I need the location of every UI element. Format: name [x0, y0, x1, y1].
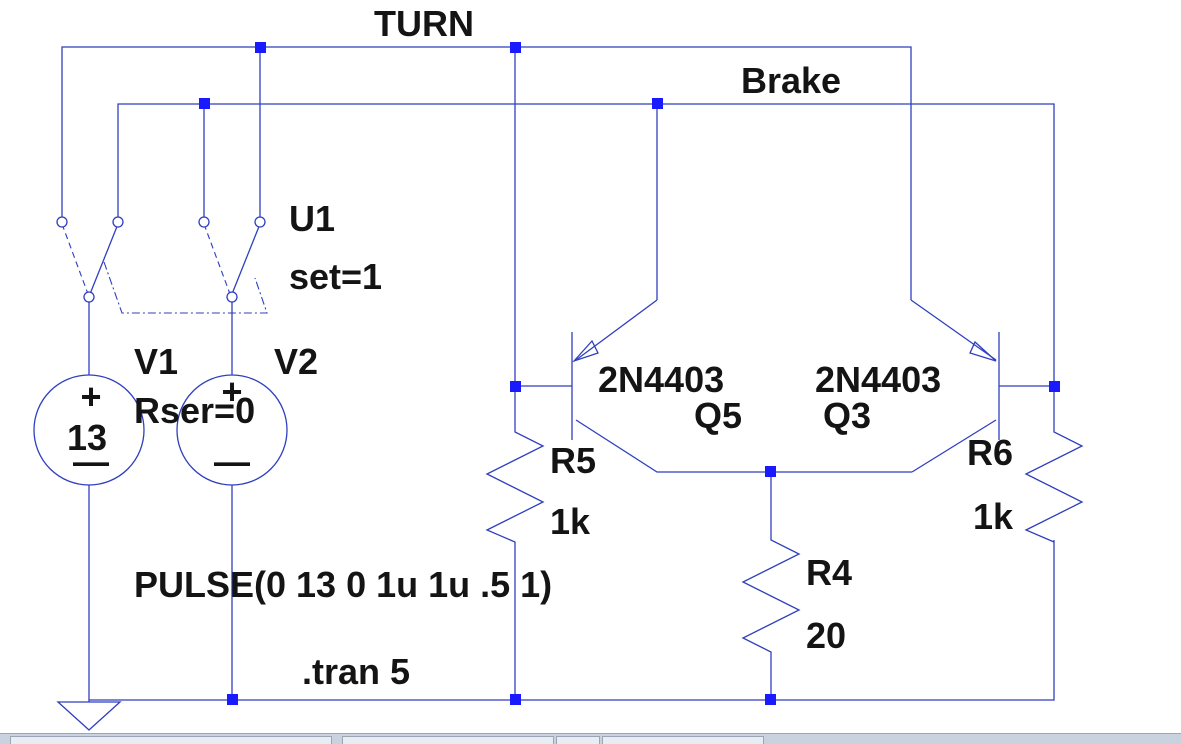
resistor-r4[interactable] — [741, 472, 801, 700]
v1-minus-sign: — — [73, 441, 109, 482]
r6-name[interactable]: R6 — [967, 432, 1013, 473]
transistor-q3[interactable] — [910, 299, 1054, 473]
wire-ground-rail[interactable] — [89, 540, 1055, 701]
transistor-q5[interactable] — [515, 299, 912, 473]
r5-value[interactable]: 1k — [550, 501, 591, 542]
q3-name[interactable]: Q3 — [823, 395, 871, 436]
r6-value[interactable]: 1k — [973, 496, 1014, 537]
v2-param[interactable]: Rser=0 — [134, 390, 255, 431]
r4-name[interactable]: R4 — [806, 552, 852, 593]
net-label-brake[interactable]: Brake — [741, 60, 841, 101]
r5-name[interactable]: R5 — [550, 440, 596, 481]
voltage-source-v2[interactable] — [176, 302, 288, 700]
q5-name[interactable]: Q5 — [694, 395, 742, 436]
wire-turn-net[interactable] — [61, 46, 912, 428]
q3-model[interactable]: 2N4403 — [815, 359, 941, 400]
v1-name[interactable]: V1 — [134, 341, 178, 382]
junction-dots — [199, 42, 1060, 705]
v2-minus-sign: — — [214, 441, 250, 482]
taskbar-button[interactable] — [556, 736, 600, 744]
taskbar-button[interactable] — [602, 736, 764, 744]
net-label-turn[interactable]: TURN — [374, 3, 474, 44]
switch-u1-param[interactable]: set=1 — [289, 256, 382, 297]
voltage-source-v1[interactable] — [33, 302, 145, 700]
spice-directive-tran[interactable]: .tran 5 — [302, 651, 410, 692]
taskbar-button[interactable] — [10, 736, 332, 744]
v2-pulse-value[interactable]: PULSE(0 13 0 1u 1u .5 1) — [134, 564, 552, 605]
resistor-r6[interactable] — [1024, 430, 1084, 543]
switch-u1-name[interactable]: U1 — [289, 198, 335, 239]
taskbar-button[interactable] — [342, 736, 554, 744]
switch-u1[interactable] — [56, 216, 268, 314]
ground-symbol-icon[interactable] — [56, 700, 122, 731]
v2-plus-sign: + — [221, 371, 242, 412]
q5-model[interactable]: 2N4403 — [598, 359, 724, 400]
resistor-r5[interactable] — [485, 428, 545, 700]
wire-brake-net[interactable] — [117, 103, 1055, 430]
r4-value[interactable]: 20 — [806, 615, 846, 656]
v2-name[interactable]: V2 — [274, 341, 318, 382]
v1-value[interactable]: 13 — [67, 417, 107, 458]
v1-plus-sign: + — [80, 376, 101, 417]
